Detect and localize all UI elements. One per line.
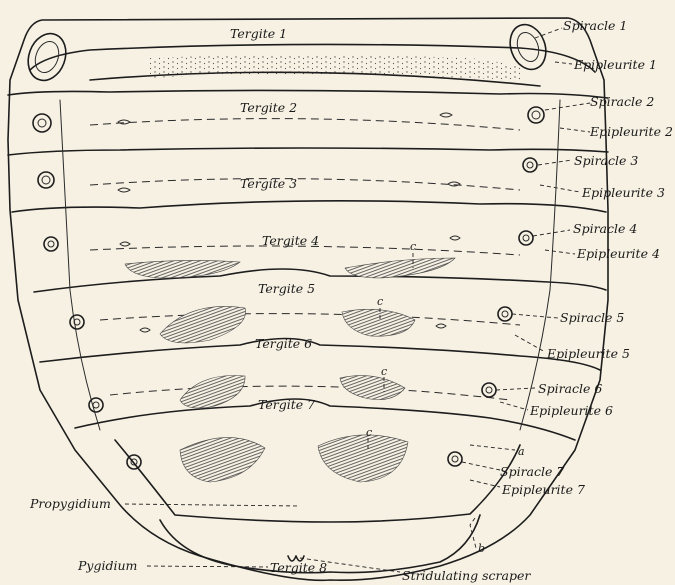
label-spiracle-1: Spiracle 1 bbox=[563, 18, 627, 33]
tergite-7-boundary bbox=[75, 399, 575, 440]
propygidium-outline bbox=[115, 440, 520, 522]
spiracle-5-left bbox=[70, 315, 84, 329]
leader-spiracle-4 bbox=[533, 230, 570, 236]
label-c-6: c bbox=[381, 365, 387, 378]
leader-spiracle-3 bbox=[538, 160, 572, 165]
stridulatory-patch-7-right bbox=[318, 435, 408, 482]
stridulatory-patch-5-left bbox=[160, 306, 246, 342]
inner-dashed-2 bbox=[90, 179, 520, 190]
mark bbox=[450, 236, 460, 240]
leader-pygidium bbox=[147, 566, 268, 567]
label-epipleurite-4: Epipleurite 4 bbox=[576, 246, 660, 261]
stridulatory-patch-6-left bbox=[180, 376, 245, 409]
spiracle-4-left bbox=[44, 237, 58, 251]
label-epipleurite-1: Epipleurite 1 bbox=[573, 57, 657, 72]
label-spiracle-4: Spiracle 4 bbox=[573, 221, 637, 236]
label-b: b bbox=[478, 542, 485, 555]
label-tergite-4: Tergite 4 bbox=[262, 233, 319, 248]
inner-dashed-4 bbox=[100, 314, 520, 325]
spiracle-5-right bbox=[498, 307, 512, 321]
tergite-1-stipple bbox=[150, 55, 520, 80]
tergite-6-boundary bbox=[40, 339, 600, 371]
stridulatory-patch-6-right bbox=[340, 376, 405, 400]
mark bbox=[118, 120, 130, 124]
leader-epipleurite-2 bbox=[560, 128, 590, 132]
spiracle-6-right bbox=[482, 383, 496, 397]
label-spiracle-3: Spiracle 3 bbox=[574, 153, 638, 168]
label-propygidium: Propygidium bbox=[29, 496, 111, 511]
label-c-7: c bbox=[366, 426, 372, 439]
label-pygidium: Pygidium bbox=[77, 558, 137, 573]
stridulatory-patch-5-right bbox=[342, 309, 415, 336]
leader-spiracle-6 bbox=[496, 388, 535, 390]
label-c-5: c bbox=[377, 295, 383, 308]
leader-epipleurite-4 bbox=[545, 250, 575, 254]
spiracle-7-right bbox=[448, 452, 462, 466]
mark bbox=[440, 113, 452, 117]
label-epipleurite-2: Epipleurite 2 bbox=[589, 124, 673, 139]
label-spiracle-7: Spiracle 7 bbox=[500, 464, 564, 479]
stridulatory-patch-7-left bbox=[180, 437, 265, 482]
spiracle-2-right bbox=[528, 107, 544, 123]
label-spiracle-5: Spiracle 5 bbox=[560, 310, 624, 325]
tergite-4-boundary bbox=[12, 201, 606, 212]
leader-propygidium bbox=[125, 504, 300, 506]
label-tergite-2: Tergite 2 bbox=[240, 100, 297, 115]
label-epipleurite-6: Epipleurite 6 bbox=[529, 403, 613, 418]
label-tergite-6: Tergite 6 bbox=[255, 336, 312, 351]
label-c-4: c bbox=[410, 240, 416, 253]
spiracle-3-left bbox=[38, 172, 54, 188]
leader-epipleurite-1 bbox=[555, 62, 572, 64]
mark bbox=[448, 182, 460, 186]
leader-a bbox=[470, 445, 515, 450]
leader-spiracle-5 bbox=[512, 314, 558, 318]
label-spiracle-6: Spiracle 6 bbox=[538, 381, 602, 396]
label-tergite-1: Tergite 1 bbox=[230, 26, 287, 41]
leader-spiracle-7 bbox=[462, 462, 500, 470]
mark bbox=[120, 242, 130, 246]
label-epipleurite-5: Epipleurite 5 bbox=[546, 346, 630, 361]
label-spiracle-2: Spiracle 2 bbox=[590, 94, 654, 109]
spiracle-4-right bbox=[519, 231, 533, 245]
label-epipleurite-3: Epipleurite 3 bbox=[581, 185, 665, 200]
tergite-3-boundary bbox=[8, 148, 608, 155]
inner-dashed-1 bbox=[90, 119, 520, 130]
spiracle-1-left bbox=[22, 28, 72, 85]
mark bbox=[118, 188, 130, 192]
spiracle-3-right bbox=[523, 158, 537, 172]
tergite-5-boundary bbox=[34, 269, 606, 292]
spiracle-6-left bbox=[89, 398, 103, 412]
label-tergite-8: Tergite 8 bbox=[270, 560, 327, 575]
leader-epipleurite-6 bbox=[500, 402, 528, 410]
mark bbox=[140, 328, 150, 332]
label-tergite-5: Tergite 5 bbox=[258, 281, 315, 296]
tergite-2-boundary bbox=[8, 90, 608, 98]
mark bbox=[436, 324, 446, 328]
label-epipleurite-7: Epipleurite 7 bbox=[501, 482, 585, 497]
label-a: a bbox=[518, 445, 525, 458]
label-stridulating-scraper: Stridulating scraper bbox=[402, 568, 531, 583]
label-tergite-3: Tergite 3 bbox=[240, 176, 297, 191]
stridulatory-patch-4-right bbox=[345, 258, 455, 278]
spiracle-2-left bbox=[33, 114, 51, 132]
label-tergite-7: Tergite 7 bbox=[258, 397, 315, 412]
leader-epipleurite-3 bbox=[540, 185, 580, 192]
leader-spiracle-2 bbox=[545, 103, 590, 110]
